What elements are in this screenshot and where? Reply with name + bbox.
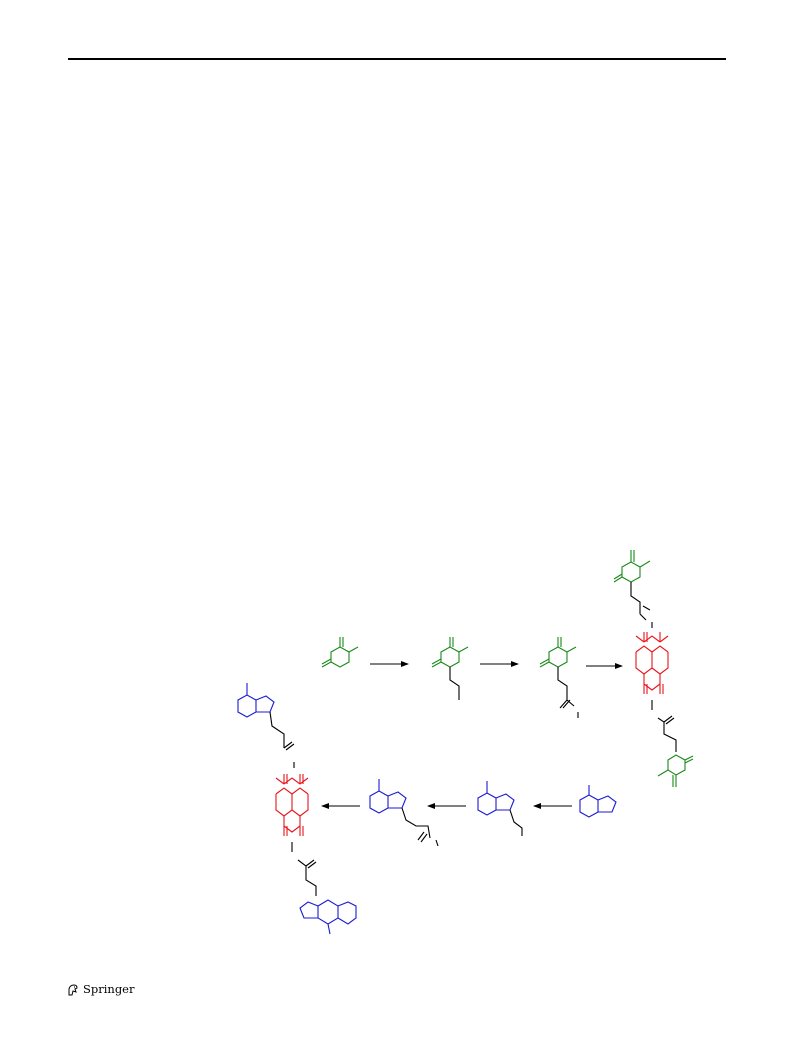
alkyl-thymine-molecule	[431, 637, 469, 700]
adenine-molecule	[579, 785, 617, 818]
alkyl-adenine-molecule	[477, 781, 523, 836]
springer-horse-logo-icon	[68, 984, 78, 996]
header-rule	[68, 58, 726, 60]
bis-thymine-ndi-molecule	[613, 550, 694, 787]
bis-adenine-ndi-molecule	[237, 683, 357, 935]
alkyl-thymine-acid-molecule	[539, 637, 579, 718]
thymine-molecule	[321, 637, 359, 668]
footer: Springer	[66, 980, 135, 1000]
publisher-name: Springer	[83, 982, 135, 997]
alkyl-adenine-acid-molecule	[369, 779, 439, 847]
